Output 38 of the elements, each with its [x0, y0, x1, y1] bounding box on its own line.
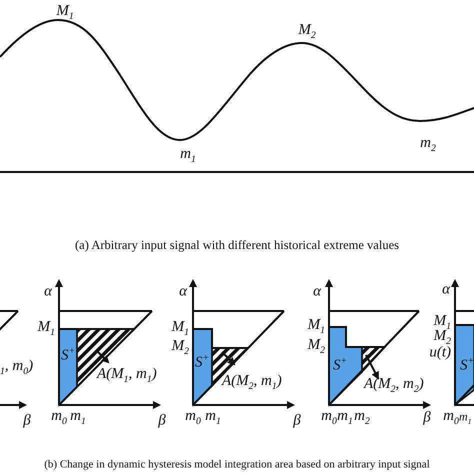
axis-label: β [293, 414, 301, 428]
area-label: S$^{+}$ [460, 356, 474, 374]
tick-label: m$_{1}$ [205, 409, 221, 427]
point-label: $_{1}$, m$_{0}$) [0, 359, 34, 377]
tick-label: m$_{0}$ [321, 409, 337, 427]
figure-caption: (b) Change in dynamic hysteresis model integration area based on arbitrary input signal [44, 460, 430, 470]
tick-label: M$_{2}$ [172, 339, 189, 357]
tick-label: m$_{1}$ [70, 409, 86, 427]
area-label: S$^{+}$ [60, 346, 76, 364]
axis-label: α [442, 282, 450, 298]
axis-label: α [44, 284, 52, 300]
axis-label: α [313, 284, 321, 300]
tick-label: m$_{0}$ [443, 409, 459, 427]
peak-label: M$_{1}$ [56, 4, 74, 22]
tick-label: M$_{1}$ [308, 318, 325, 336]
axis-label: β [23, 414, 31, 428]
tick-label: m$_{0}$ [51, 409, 67, 427]
area-label: S$^{+}$ [332, 356, 348, 374]
tick-label: M$_{2}$ [308, 338, 325, 356]
tick-label: M$_{1}$ [172, 320, 189, 338]
tick-label: u(t) [429, 346, 451, 360]
area-label: S$^{+}$ [194, 354, 210, 370]
tick-label: m$_{1}$ [459, 410, 472, 426]
axis-label: β [158, 414, 166, 428]
figure-caption: (a) Arbitrary input signal with different historical extreme values [75, 238, 399, 252]
point-label: A(M$_{2}$, m$_{2}$) [364, 377, 424, 395]
tick-label: m$_{2}$ [354, 409, 370, 427]
axis-label: α [179, 284, 187, 300]
point-label: A(M$_{1}$, m$_{1}$) [97, 367, 157, 385]
valley-label: m$_{1}$ [180, 147, 196, 165]
valley-label: m$_{2}$ [420, 136, 436, 154]
peak-label: M$_{2}$ [298, 23, 316, 41]
tick-label: m$_{0}$ [185, 409, 201, 427]
point-label: A(M$_{2}$, m$_{1}$) [222, 374, 282, 392]
tick-label: M$_{1}$ [38, 320, 55, 338]
tick-label: m$_{1}$ [337, 409, 353, 427]
tick-label: M$_{2}$ [434, 329, 451, 347]
axis-label: β [423, 410, 431, 426]
